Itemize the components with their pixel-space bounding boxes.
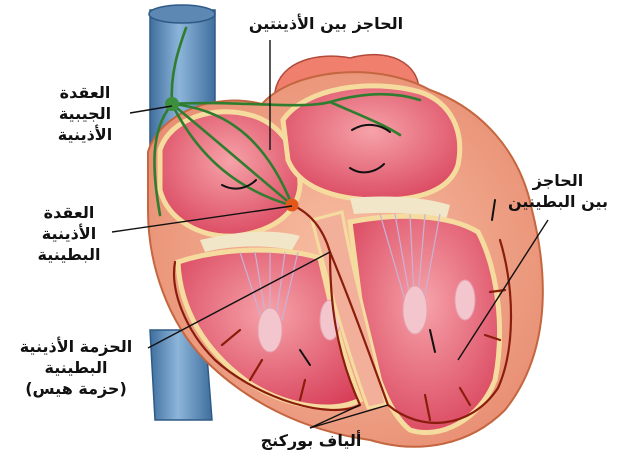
label-interventricular-septum: الحاجز بين البطينين — [500, 170, 616, 212]
label-bundle-of-his: الحزمة الأذينية البطينية (حزمة هيس) — [2, 336, 150, 399]
label-interatrial-septum: الحاجز بين الأذينتين — [228, 13, 424, 34]
right-atrium — [160, 112, 300, 236]
vena-cava-opening — [149, 5, 215, 23]
label-purkinje-fibers: ألياف بوركنج — [236, 430, 386, 451]
sa-node — [165, 97, 179, 111]
label-sa-node: العقدة الجيبية الأذينية — [42, 82, 128, 145]
label-av-node: العقدة الأذينية البطينية — [26, 202, 112, 265]
av-node — [286, 199, 299, 212]
left-atrium — [283, 86, 460, 200]
